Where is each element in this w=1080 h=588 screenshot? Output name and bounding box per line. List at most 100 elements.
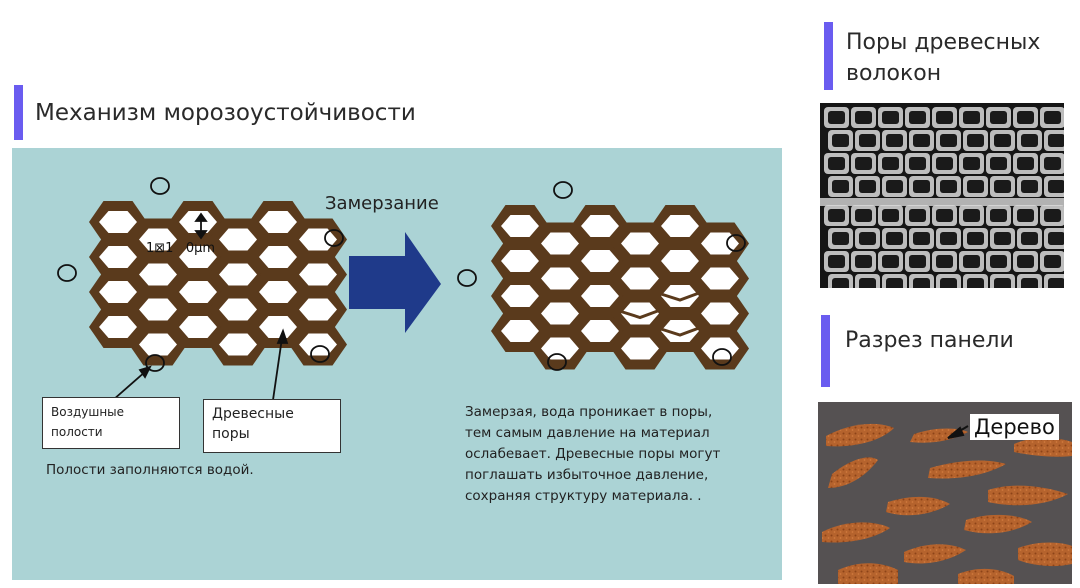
fiber-pore <box>1048 232 1064 245</box>
wood-pore <box>299 298 337 321</box>
wood-pore <box>501 215 539 237</box>
wood-pore <box>139 333 177 356</box>
fiber-pore <box>832 232 849 245</box>
fiber-pore <box>1021 134 1038 147</box>
fiber-pore <box>832 134 849 147</box>
wood-pore <box>139 228 177 251</box>
air-cavity-circle <box>553 181 573 199</box>
wood-pore <box>299 263 337 286</box>
freezing-arrow <box>349 232 441 333</box>
left-caption: Полости заполняются водой. <box>46 462 254 478</box>
wood-pore <box>621 302 659 325</box>
fiber-pore <box>832 278 849 288</box>
fiber-pore <box>828 157 845 170</box>
wood-label-pointer <box>947 425 969 439</box>
right-caption: Замерзая, вода проникает в поры, тем сам… <box>465 402 720 507</box>
wood-pore <box>581 250 619 272</box>
fiber-pore <box>828 209 845 222</box>
wood-pore <box>179 316 217 338</box>
wood-pore <box>621 267 659 290</box>
wood-pore <box>501 285 539 307</box>
fiber-pore <box>1048 278 1064 288</box>
air-cavities-label-line1: Воздушные <box>51 405 125 419</box>
panel-section-title: Разрез панели <box>845 328 1014 353</box>
fiber-pore <box>859 134 876 147</box>
wood-pore-pointer-line <box>272 337 283 401</box>
wood-pore <box>701 302 739 325</box>
fiber-pore <box>967 180 984 193</box>
fiber-pores-title-line2: волокон <box>846 61 942 86</box>
fiber-pore <box>909 111 926 124</box>
fiber-pores-title-line1: Поры древесных <box>846 30 1041 55</box>
wood-pore <box>259 316 297 338</box>
wood-particle <box>964 514 1032 534</box>
fiber-pore <box>859 232 876 245</box>
right-caption-line: Замерзая, вода проникает в поры, <box>465 404 713 420</box>
air-cavity-circle <box>150 177 170 195</box>
fiber-pore <box>1044 111 1061 124</box>
fiber-pore <box>882 157 899 170</box>
wood-label: Дерево <box>970 414 1059 440</box>
mechanism-title: Механизм морозоустойчивости <box>35 100 416 126</box>
wood-pore <box>219 333 257 356</box>
fiber-pore <box>1048 134 1064 147</box>
wood-particle <box>1014 437 1072 457</box>
fiber-pore <box>940 180 957 193</box>
right-caption-line: тем самым давление на материал <box>465 425 710 441</box>
wood-pore <box>99 316 137 338</box>
wood-pore <box>501 250 539 272</box>
wood-particle <box>904 544 966 564</box>
wood-particle <box>928 460 1006 479</box>
fiber-pores-title: Поры древесных волокон <box>846 27 1040 89</box>
wood-pore <box>179 281 217 303</box>
wood-pores-honeycomb-after <box>491 205 749 370</box>
fiber-pore <box>990 111 1007 124</box>
fiber-pore <box>1017 157 1034 170</box>
wood-pore <box>179 211 217 233</box>
wood-pore <box>661 250 699 272</box>
air-cavity-circle <box>726 234 746 252</box>
fiber-pore <box>859 278 876 288</box>
fiber-pore <box>940 232 957 245</box>
fiber-pore <box>855 157 872 170</box>
wood-particle <box>822 522 890 543</box>
fiber-pore <box>1048 180 1064 193</box>
fiber-pores-micrograph-image <box>820 107 1064 288</box>
wood-pore <box>661 215 699 237</box>
wood-pore <box>259 246 297 268</box>
air-cavities-label-box: Воздушные полости <box>42 397 180 449</box>
fiber-pore <box>1044 209 1061 222</box>
fiber-pores-accent-bar <box>824 22 833 90</box>
wood-particle <box>838 563 898 584</box>
fiber-pore <box>963 255 980 268</box>
wood-pore-pointer-head <box>276 328 289 344</box>
wood-pore <box>581 320 619 342</box>
wood-particle <box>910 428 968 443</box>
fiber-pore <box>936 255 953 268</box>
pore-crack <box>620 309 660 320</box>
wood-pore <box>661 320 699 342</box>
wood-pore <box>501 320 539 342</box>
wood-pore <box>139 298 177 321</box>
fiber-pore <box>909 209 926 222</box>
wood-pores-honeycomb-before <box>89 201 347 366</box>
mechanism-accent-bar <box>14 85 23 140</box>
fiber-pore <box>886 232 903 245</box>
fiber-pore <box>882 209 899 222</box>
fiber-pore <box>994 232 1011 245</box>
wood-pore <box>541 232 579 255</box>
wood-pore <box>541 302 579 325</box>
wood-pore <box>99 211 137 233</box>
fiber-pore <box>886 180 903 193</box>
wood-pore <box>139 263 177 286</box>
wood-pore <box>661 285 699 307</box>
wood-particle <box>886 496 950 516</box>
wood-pore <box>621 337 659 360</box>
air-cavity-circle <box>547 353 567 371</box>
air-cavity-circle <box>712 348 732 366</box>
fiber-pore <box>990 255 1007 268</box>
fiber-pore <box>832 180 849 193</box>
panel-section-accent-bar <box>821 315 830 387</box>
fiber-pore <box>828 111 845 124</box>
